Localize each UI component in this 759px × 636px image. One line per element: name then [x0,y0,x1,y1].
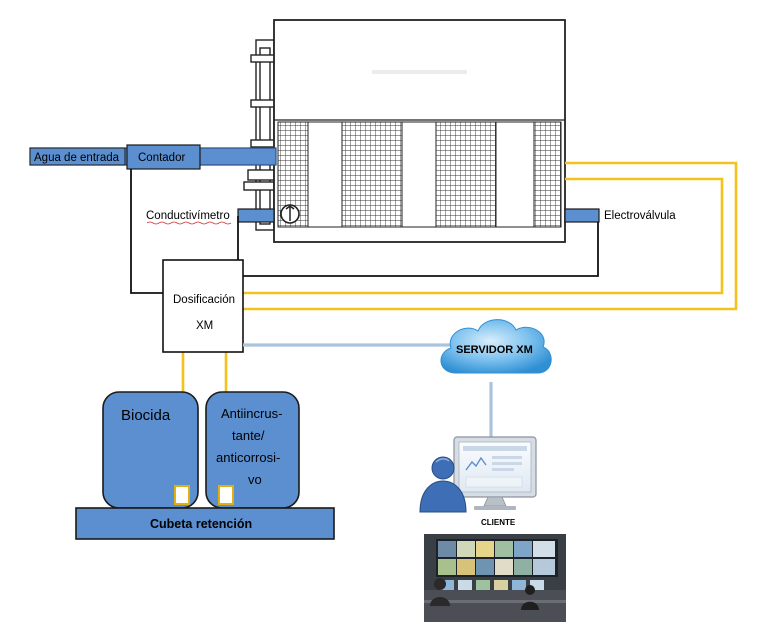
control-room-photo [424,534,566,622]
retention-tray-label: Cubeta retención [150,517,252,531]
conductivity-meter-label: Conductivímetro [146,210,230,222]
antiscalant-label-2: tante/ [232,428,265,443]
solenoid-valve-label: Electroválvula [604,210,676,222]
louver-4 [533,121,562,228]
water-inlet-label-box [29,147,126,166]
louver-2 [341,121,403,228]
meter-box [126,144,201,170]
biocide-foot-valve [174,485,190,505]
tower-valve-icon [280,204,300,224]
signal-wires [130,169,599,294]
louver-3 [435,121,497,228]
panel-1 [307,121,343,228]
dosing-unit-label-2: XM [196,320,213,332]
network-line [243,343,493,437]
water-inlet-label: Agua de entrada [34,152,120,164]
cooling-tower [243,19,566,243]
antiscalant-label-3: anticorrosi- [216,450,280,465]
panel-2 [401,121,437,228]
dosing-unit-label-1: Dosificación [173,294,235,306]
biocide-label: Biocida [121,407,171,424]
conductivity-meter-fitting [237,208,275,223]
retention-tray [75,507,335,540]
dosing-unit-box [162,259,244,353]
user-monitor-icon [419,436,537,513]
tower-side-pipes [243,39,276,231]
client-label: CLIENTE [481,518,516,527]
antiscalant-label-1: Antiincrus- [221,406,282,421]
meter-label: Contador [138,152,185,164]
panel-3 [495,121,535,228]
antiscalant-foot-valve [218,485,234,505]
server-label: SERVIDOR XM [456,344,533,356]
cloud-icon [440,319,552,374]
solenoid-valve-fitting [564,208,600,223]
spellcheck-underline [146,221,232,225]
antiscalant-label-4: vo [248,472,262,487]
